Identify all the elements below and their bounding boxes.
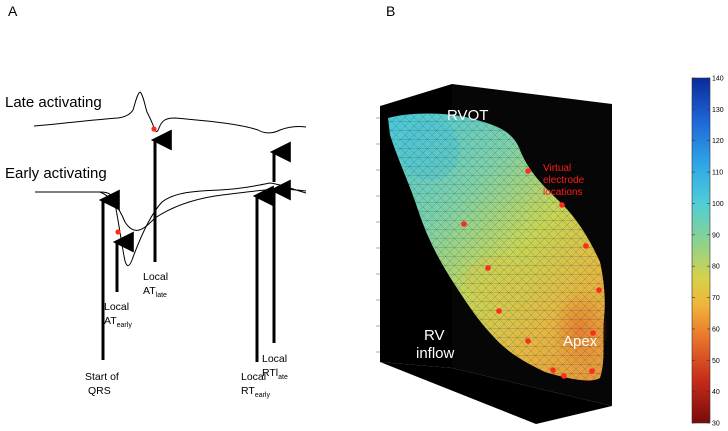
colorbar-body [691,77,711,424]
at-late-sub: late [156,292,167,299]
rt-late-line1: Local [262,353,287,365]
electrode-markers [461,168,602,379]
at-late-main: AT [143,285,156,297]
electrode-dot [590,330,596,336]
colorbar-tick-label: 130 [712,107,724,114]
heart-mesh-pattern [388,113,605,381]
rt-early-label: RTearly [241,385,270,399]
colorbar-tick-label: 120 [712,138,724,145]
electrode-dot [583,243,589,249]
late-at-marker [151,126,157,132]
panel-a: A Late activating Early activating Start… [5,3,307,399]
colorbar-tick-label: 50 [712,358,720,365]
rvot-label: RVOT [447,107,488,124]
rt-late-sub: ate [278,374,288,381]
early-activating-trace [34,182,307,266]
electrode-dot [525,168,531,174]
rv-inflow-line1: RV [424,327,445,344]
electrode-dot [561,373,567,379]
virtual-electrode-line2: electrode [543,175,585,186]
colorbar-tick-label: 40 [712,389,720,396]
at-early-main: AT [104,315,117,327]
colorbar-tick-label: 30 [712,421,720,428]
colorbar-tick-label: 90 [712,232,720,239]
electrode-dot [589,368,595,374]
heart-surface [388,113,608,381]
electrode-dot [559,202,565,208]
colorbar-tick-label: 110 [712,170,723,177]
start-qrs-line1: Start of [85,371,119,383]
rt-early-line1: Local [241,371,266,383]
at-early-label: ATearly [104,315,132,329]
colorbar-tick-label: 70 [712,295,720,302]
left-axis-ticks [376,117,380,353]
early-at-marker [115,229,121,235]
rt-late-label: RTlate [262,367,288,381]
at-early-line1: Local [104,301,129,313]
apex-label: Apex [563,333,598,350]
colorbar-tick-label: 60 [712,326,720,333]
electrode-dot [461,221,467,227]
colorbar: 140 130 120 110 100 90 80 70 60 50 40 30 [691,76,724,428]
electrode-dot [496,308,502,314]
rv-inflow-line2: inflow [416,345,455,362]
colorbar-ticks: 140 130 120 110 100 90 80 70 60 50 40 30 [692,76,724,428]
rt-early-main: RT [241,385,255,397]
colorbar-tick-label: 140 [712,76,724,83]
rt-late-main: RTl [262,367,278,379]
colorbar-tick-label: 100 [712,201,724,208]
colorbar-tick-label: 80 [712,264,720,271]
early-activating-title: Early activating [5,165,107,182]
panel-b-letter: B [386,3,395,19]
at-late-line1: Local [143,271,168,283]
electrode-dot [525,338,531,344]
virtual-electrode-line3: locations [543,187,582,198]
electrode-dot [485,265,491,271]
electrode-dot [596,287,602,293]
late-activating-trace [33,91,307,134]
electrode-dot [550,367,556,373]
start-qrs-line2: QRS [88,385,111,397]
at-late-label: ATlate [143,285,167,299]
rt-early-sub: early [255,392,271,399]
virtual-electrode-line1: Virtual [543,163,571,174]
at-early-sub: early [117,322,133,329]
box-floor-face [380,362,612,424]
panel-a-letter: A [8,3,18,19]
panel-b: B [376,3,724,428]
late-activating-title: Late activating [5,94,102,111]
